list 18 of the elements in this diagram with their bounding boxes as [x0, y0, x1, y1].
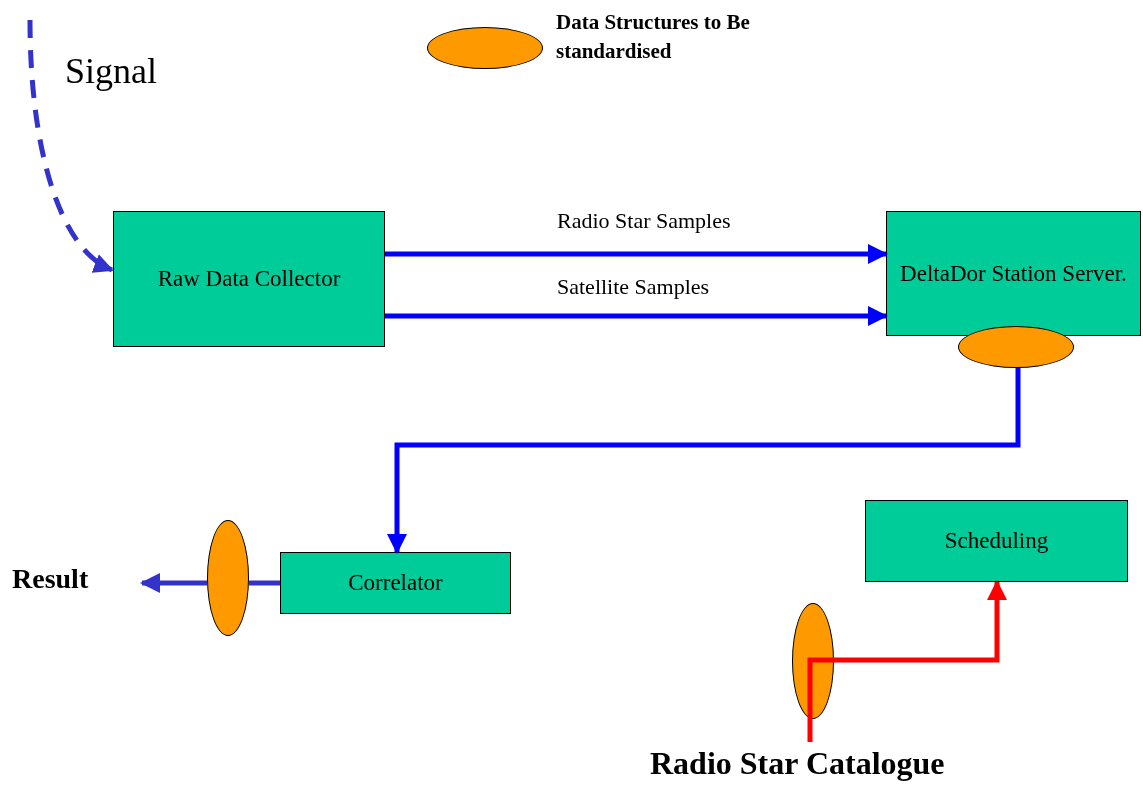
endpoint-label: Result: [12, 563, 89, 595]
box-label: DeltaDor Station Server.: [900, 259, 1127, 288]
signal-label: Signal: [65, 50, 157, 92]
process-box: [113, 211, 385, 347]
endpoint-label: Radio Star Catalogue: [650, 745, 945, 782]
arrow: [385, 244, 888, 264]
arrow: [387, 368, 1021, 554]
arrow: [140, 573, 207, 593]
box-label: Raw Data Collector: [157, 265, 341, 294]
arrow: [807, 580, 1007, 719]
process-box: [886, 211, 1141, 336]
process-box: [280, 552, 511, 614]
arrow: [385, 306, 888, 326]
legend-text: Data Structures to Be standardised: [556, 9, 751, 66]
box-label: Scheduling: [944, 527, 1049, 556]
box-label: Correlator: [348, 569, 443, 598]
dashed-arrow: [27, 19, 114, 273]
process-box: [865, 500, 1128, 582]
